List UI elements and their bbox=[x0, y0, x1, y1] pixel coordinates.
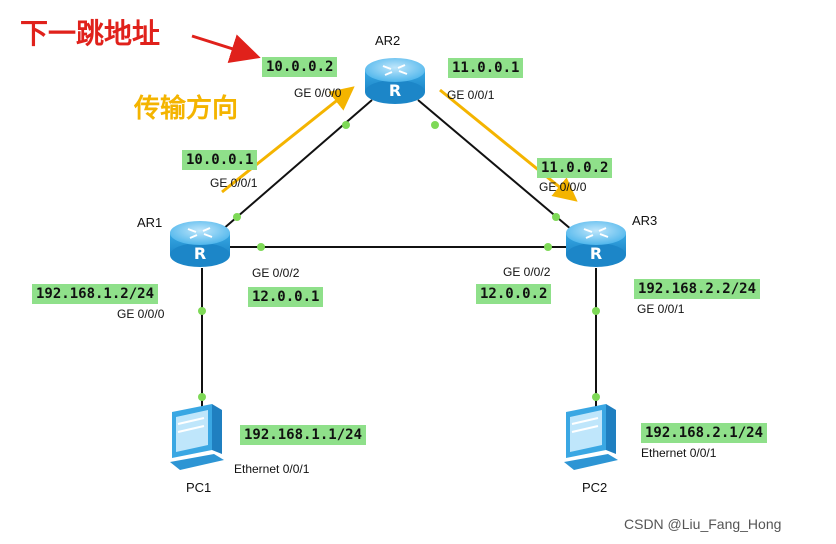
svg-text:R: R bbox=[389, 81, 401, 100]
ip-label-ar1-ge002: 12.0.0.1 bbox=[248, 287, 324, 307]
device-label-pc1: PC1 bbox=[186, 480, 212, 495]
ip-label-ar2-ge000: 10.0.0.2 bbox=[262, 57, 338, 77]
port-label-ar2-ge001: GE 0/0/1 bbox=[447, 88, 495, 102]
router-ar3-icon: R bbox=[566, 221, 626, 267]
port-dot bbox=[592, 307, 600, 315]
port-label-ar2-ge000: GE 0/0/0 bbox=[294, 86, 342, 100]
ip-label-ar2-ge001: 11.0.0.1 bbox=[448, 58, 524, 78]
ip-label-ar1-ge000: 192.168.1.2/24 bbox=[32, 284, 159, 304]
next-hop-annotation: 下一跳地址 bbox=[20, 17, 161, 50]
ip-label-ar3-ge000: 11.0.0.2 bbox=[537, 158, 613, 178]
port-label-ar1-ge000: GE 0/0/0 bbox=[117, 307, 165, 321]
port-label-ar3-ge000: GE 0/0/0 bbox=[539, 180, 587, 194]
pc2-icon bbox=[564, 404, 618, 470]
pc1-icon bbox=[170, 404, 224, 470]
port-dot bbox=[342, 121, 350, 129]
orange-arrow-down bbox=[439, 88, 578, 202]
port-label-ar1-ge002: GE 0/0/2 bbox=[252, 266, 300, 280]
device-label-pc2: PC2 bbox=[582, 480, 608, 495]
port-dot bbox=[544, 243, 552, 251]
orange-arrow-up bbox=[221, 86, 355, 194]
ip-label-ar3-ge001: 192.168.2.2/24 bbox=[634, 279, 761, 299]
router-ar1-icon: R bbox=[170, 221, 230, 267]
port-dot bbox=[233, 213, 241, 221]
port-dot bbox=[431, 121, 439, 129]
port-dot bbox=[257, 243, 265, 251]
ip-label-ar3-ge002: 12.0.0.2 bbox=[476, 284, 552, 304]
ip-label-pc2: 192.168.2.1/24 bbox=[641, 423, 768, 443]
port-dots bbox=[198, 121, 600, 401]
port-label-ar1-ge001: GE 0/0/1 bbox=[210, 176, 258, 190]
router-ar2-icon: R bbox=[365, 58, 425, 104]
port-label-pc1: Ethernet 0/0/1 bbox=[234, 462, 310, 476]
ip-label-ar1-ge001: 10.0.0.1 bbox=[182, 150, 258, 170]
port-dot bbox=[552, 213, 560, 221]
svg-text:R: R bbox=[194, 244, 206, 263]
svg-text:R: R bbox=[590, 244, 602, 263]
annotation-arrows bbox=[191, 34, 578, 202]
direction-annotation: 传输方向 bbox=[134, 94, 239, 124]
port-dot bbox=[198, 307, 206, 315]
device-label-ar1: AR1 bbox=[137, 215, 163, 230]
link-ar2-ar3 bbox=[417, 99, 573, 231]
watermark: CSDN @Liu_Fang_Hong bbox=[624, 516, 782, 532]
port-dot bbox=[198, 393, 206, 401]
links bbox=[201, 99, 597, 412]
port-label-ar3-ge002: GE 0/0/2 bbox=[503, 265, 551, 279]
red-arrow bbox=[191, 34, 261, 64]
port-dot bbox=[592, 393, 600, 401]
device-label-ar2: AR2 bbox=[375, 33, 401, 48]
ip-label-pc1: 192.168.1.1/24 bbox=[240, 425, 367, 445]
port-label-ar3-ge001: GE 0/0/1 bbox=[637, 302, 685, 316]
device-label-ar3: AR3 bbox=[632, 213, 658, 228]
port-label-pc2: Ethernet 0/0/1 bbox=[641, 446, 717, 460]
